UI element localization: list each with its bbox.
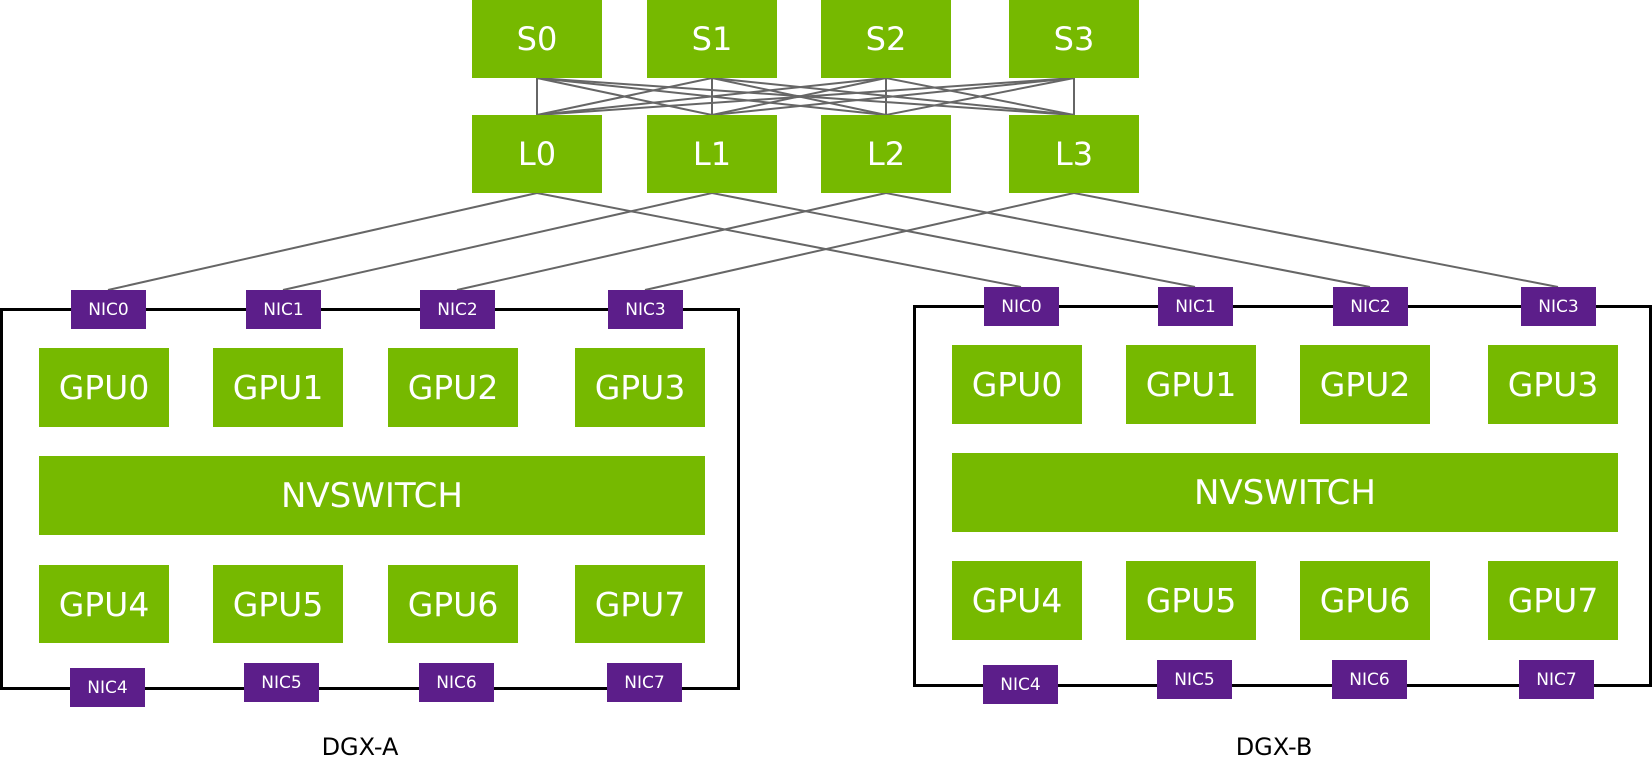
- dgx-b-nic4: NIC4: [983, 665, 1058, 704]
- link-l1-dgx-a-nic1: [282, 192, 713, 291]
- dgx-a-nic3: NIC3: [608, 290, 683, 329]
- dgx-a-nic0: NIC0: [71, 290, 146, 329]
- link-l0-dgx-b-nic0: [536, 192, 1022, 288]
- dgx-b-gpu2: GPU2: [1300, 345, 1430, 424]
- leaf-switch-l0: L0: [472, 115, 602, 193]
- dgx-a-gpu5: GPU5: [213, 565, 343, 643]
- dgx-b-gpu0: GPU0: [952, 345, 1082, 424]
- dgx-a-nvswitch: NVSWITCH: [39, 456, 705, 535]
- dgx-a-label: DGX-A: [321, 733, 399, 761]
- dgx-b-gpu3: GPU3: [1488, 345, 1618, 424]
- dgx-b-gpu4: GPU4: [952, 561, 1082, 640]
- dgx-a-nic7: NIC7: [607, 663, 682, 702]
- dgx-a-nic1: NIC1: [246, 290, 321, 329]
- dgx-b-nic1: NIC1: [1158, 287, 1233, 326]
- link-l2-dgx-a-nic2: [456, 192, 887, 291]
- dgx-b-nic2: NIC2: [1333, 287, 1408, 326]
- dgx-a-gpu3: GPU3: [575, 348, 705, 427]
- dgx-b-nic3: NIC3: [1521, 287, 1596, 326]
- spine-switch-s2: S2: [821, 0, 951, 78]
- dgx-b-nic0: NIC0: [984, 287, 1059, 326]
- dgx-a-nic6: NIC6: [419, 663, 494, 702]
- link-s3-l0: [536, 77, 1075, 116]
- dgx-b-nic7: NIC7: [1519, 660, 1594, 699]
- link-l2-dgx-b-nic2: [885, 192, 1371, 288]
- dgx-a-chassis: [0, 308, 740, 690]
- link-s1-l0: [536, 77, 713, 116]
- dgx-a-gpu6: GPU6: [388, 565, 518, 643]
- dgx-a-nic2: NIC2: [420, 290, 495, 329]
- dgx-b-nvswitch: NVSWITCH: [952, 453, 1618, 532]
- spine-switch-s0: S0: [472, 0, 602, 78]
- leaf-switch-l2: L2: [821, 115, 951, 193]
- dgx-a-gpu0: GPU0: [39, 348, 169, 427]
- dgx-a-gpu4: GPU4: [39, 565, 169, 643]
- leaf-switch-l3: L3: [1009, 115, 1139, 193]
- link-l1-dgx-b-nic1: [711, 192, 1196, 288]
- spine-switch-s1: S1: [647, 0, 777, 78]
- dgx-a-nic4: NIC4: [70, 668, 145, 707]
- leaf-switch-l1: L1: [647, 115, 777, 193]
- dgx-b-nic6: NIC6: [1332, 660, 1407, 699]
- link-l0-dgx-a-nic0: [107, 192, 538, 291]
- dgx-a-gpu7: GPU7: [575, 565, 705, 643]
- dgx-b-gpu5: GPU5: [1126, 561, 1256, 640]
- link-s3-l2: [885, 77, 1075, 116]
- link-l3-dgx-b-nic3: [1073, 192, 1559, 288]
- dgx-a-gpu2: GPU2: [388, 348, 518, 427]
- dgx-b-gpu6: GPU6: [1300, 561, 1430, 640]
- dgx-b-label: DGX-B: [1235, 733, 1313, 761]
- dgx-b-gpu1: GPU1: [1126, 345, 1256, 424]
- dgx-b-gpu7: GPU7: [1488, 561, 1618, 640]
- dgx-a-gpu1: GPU1: [213, 348, 343, 427]
- dgx-a-nic5: NIC5: [244, 663, 319, 702]
- dgx-b-nic5: NIC5: [1157, 660, 1232, 699]
- dgx-b-chassis: [913, 305, 1652, 687]
- link-s2-l0: [536, 77, 887, 116]
- link-l3-dgx-a-nic3: [644, 192, 1075, 291]
- spine-switch-s3: S3: [1009, 0, 1139, 78]
- link-s3-l1: [711, 77, 1075, 116]
